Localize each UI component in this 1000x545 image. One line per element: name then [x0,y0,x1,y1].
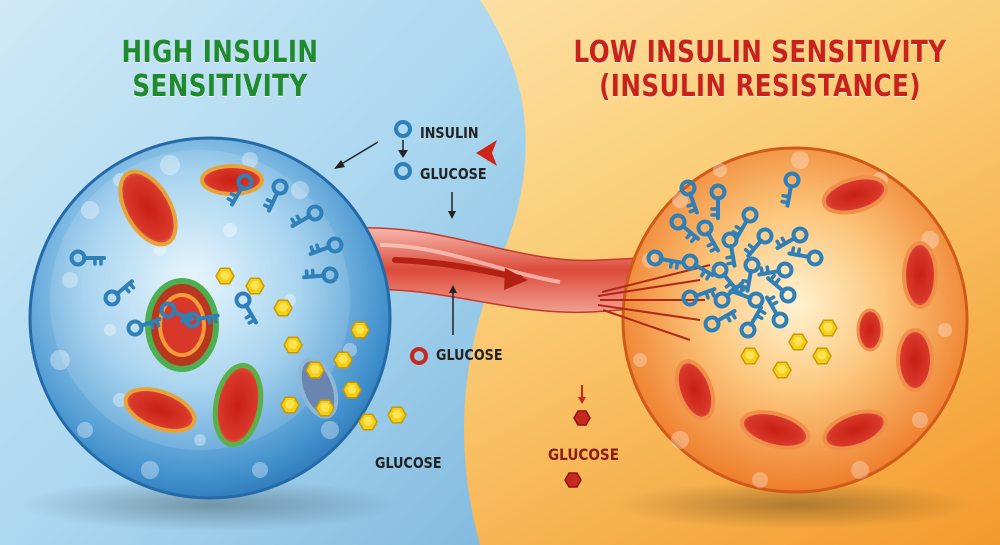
right-title-line2: (INSULIN RESISTANCE) [599,69,921,104]
glucose-mid-label: GLUCOSE [436,346,503,364]
legend-glucose-icon [394,162,412,180]
legend-glucose-label: GLUCOSE [420,165,487,183]
right-cell-shadow [615,481,975,529]
left-title-line1: HIGH INSULIN [121,35,319,70]
legend-insulin-icon [394,120,412,138]
glucose-right-arrow-icon [578,385,586,404]
vessel-flow-arrow [504,268,528,290]
left-cell-shadow [20,479,400,531]
pointer-arrow-up-from-glucose [449,285,457,335]
membrane-fibers [597,264,711,341]
cell-texture [50,152,357,479]
red-star-marker-icon [476,140,497,166]
glucose-red-molecule-bottom [564,472,582,488]
right-title: LOW INSULIN SENSITIVITY (INSULIN RESISTA… [571,36,948,104]
glucose-mid-icon [410,347,428,365]
organelles [118,164,339,448]
glucose-right-label: GLUCOSE [548,445,620,464]
legend-insulin-label: INSULIN [420,124,479,142]
right-cell [597,146,969,494]
left-title-line2: SENSITIVITY [132,69,308,104]
right-title-line1: LOW INSULIN SENSITIVITY [573,35,947,70]
glucose-left-label: GLUCOSE [375,454,442,472]
pointer-arrow-down-to-vessel [448,192,456,219]
left-title: HIGH INSULIN SENSITIVITY [85,36,356,104]
pointer-arrow-to-left-cell [334,141,379,169]
glucose-red-molecule-top [573,410,591,426]
left-cell [28,136,407,500]
legend-arrow-icon [398,140,408,158]
organelles-right [674,175,938,451]
